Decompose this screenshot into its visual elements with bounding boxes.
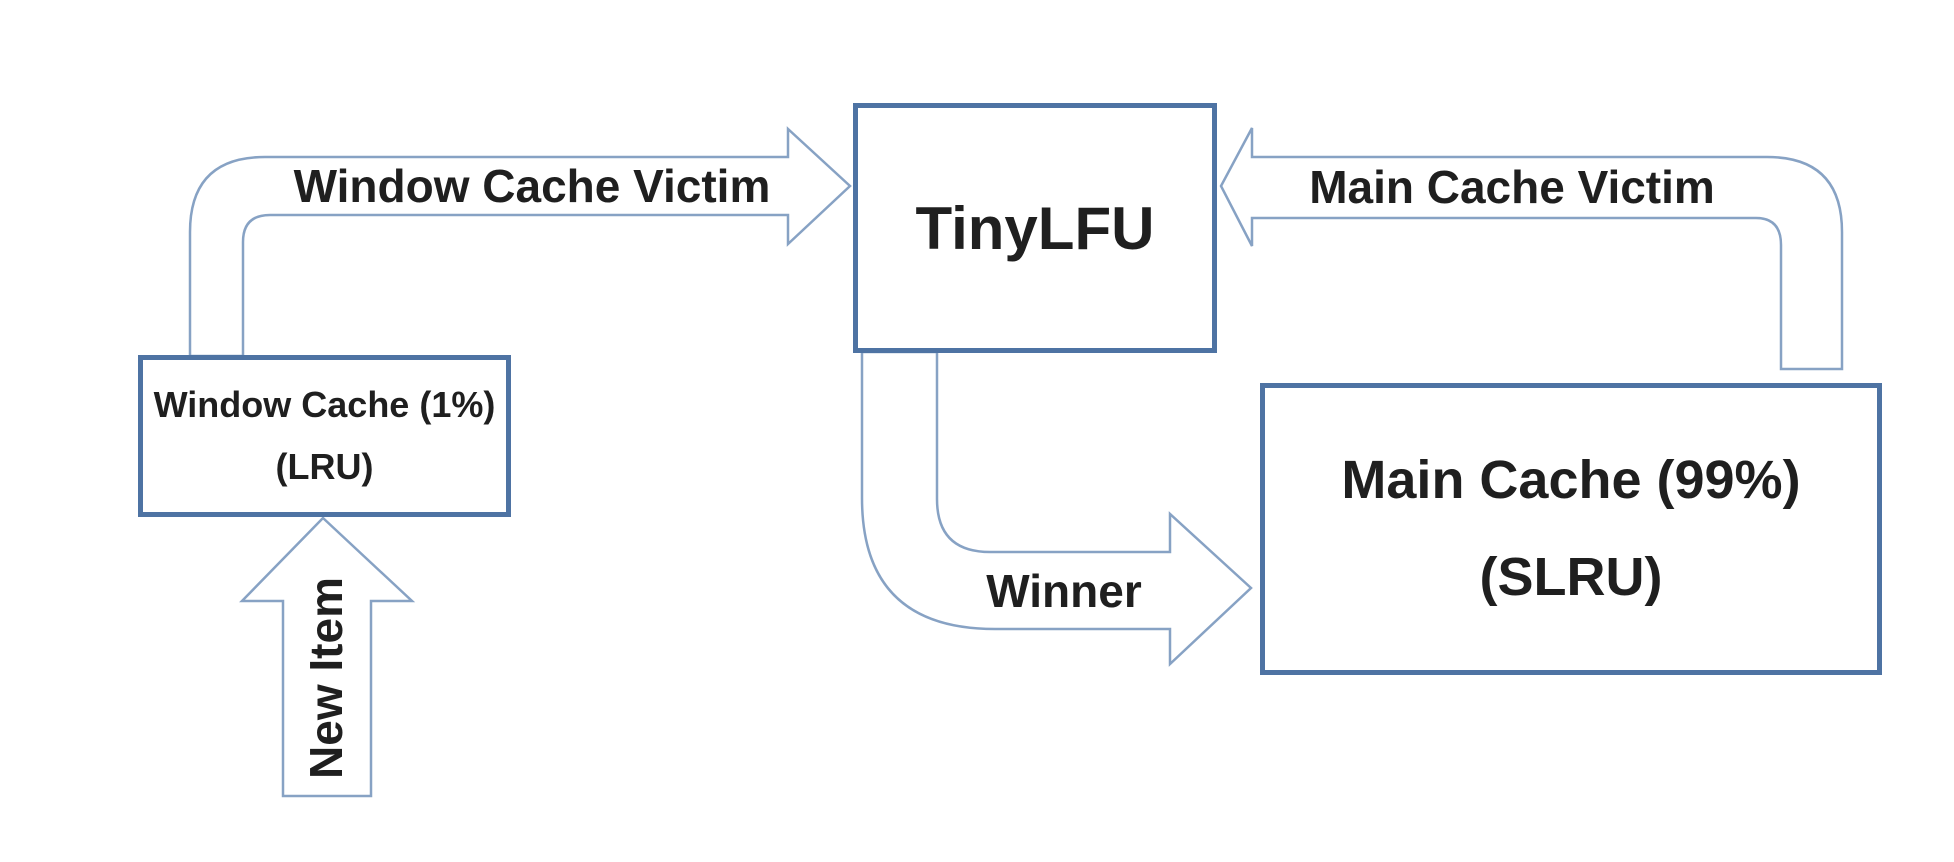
window-cache-victim-arrow <box>188 126 852 358</box>
main-cache-label-line2: (SLRU) <box>1479 547 1663 607</box>
window-cache-box: Window Cache (1%) (LRU) <box>138 355 511 517</box>
main-cache-label-line1: Main Cache (99%) <box>1341 449 1801 510</box>
main-cache-victim-arrow <box>1219 127 1844 371</box>
tinylfu-box: TinyLFU <box>853 103 1217 353</box>
main-cache-victim-label: Main Cache Victim <box>1309 161 1715 213</box>
window-cache-label-line2: (LRU) <box>275 446 374 487</box>
window-cache-victim-label: Window Cache Victim <box>293 160 771 212</box>
new-item-label: New Item <box>300 577 352 779</box>
tinylfu-label: TinyLFU <box>915 194 1155 262</box>
main-cache-box: Main Cache (99%) (SLRU) <box>1260 383 1882 675</box>
new-item-arrow <box>239 516 416 798</box>
winner-label: Winner <box>986 565 1142 617</box>
window-cache-label-line1: Window Cache (1%) <box>153 384 496 426</box>
winner-arrow <box>860 350 1253 667</box>
